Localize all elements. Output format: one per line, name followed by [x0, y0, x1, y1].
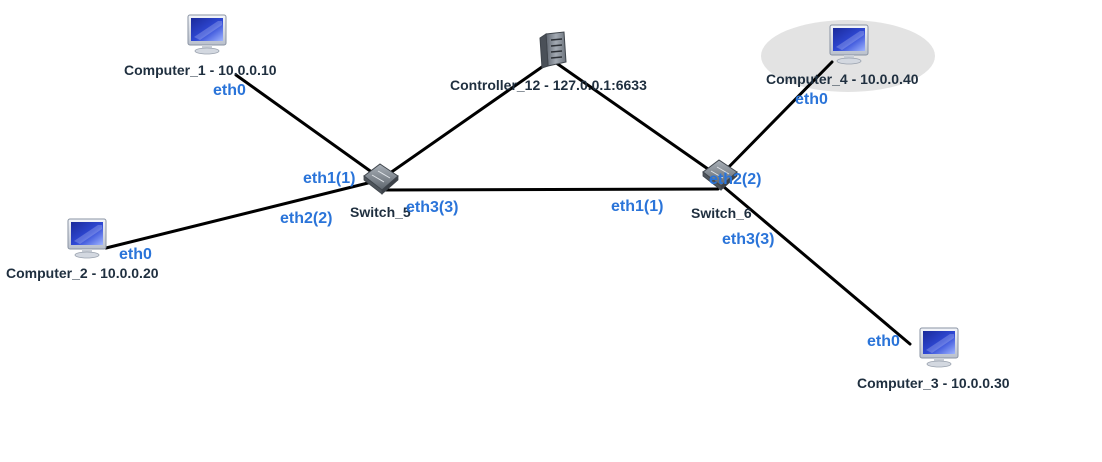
link-switch6-computer4[interactable] — [716, 60, 834, 180]
computer-3-node[interactable] — [919, 327, 959, 368]
switch-6-node[interactable] — [702, 159, 738, 191]
computer-1-label: Computer_1 - 10.0.0.10 — [124, 62, 277, 78]
port-label-computer2-eth0: eth0 — [119, 246, 152, 263]
computer-3-label: Computer_3 - 10.0.0.30 — [857, 375, 1010, 391]
port-label-computer4-eth0: eth0 — [795, 91, 828, 108]
switch-6-label: Switch_6 — [691, 205, 752, 221]
switch-icon — [702, 159, 738, 191]
switch-5-node[interactable] — [363, 163, 399, 195]
computer-2-label: Computer_2 - 10.0.0.20 — [6, 265, 159, 281]
port-label-switch6-eth3: eth3(3) — [722, 231, 774, 248]
controller-node[interactable] — [539, 31, 567, 69]
switch-icon — [363, 163, 399, 195]
link-computer2-switch5[interactable] — [104, 178, 382, 250]
computer-icon — [919, 327, 959, 368]
link-switch5-switch6[interactable] — [378, 187, 720, 192]
port-label-switch6-eth1: eth1(1) — [611, 198, 663, 215]
port-label-switch5-eth1: eth1(1) — [303, 170, 355, 187]
server-icon — [539, 31, 567, 69]
computer-1-node[interactable] — [187, 14, 227, 55]
link-computer1-switch5[interactable] — [234, 73, 382, 180]
port-label-switch5-eth2: eth2(2) — [280, 210, 332, 227]
computer-icon — [67, 218, 107, 259]
switch-5-label: Switch_5 — [350, 204, 411, 220]
port-label-computer1-eth0: eth0 — [213, 82, 246, 99]
port-label-switch6-eth2: eth2(2) — [709, 171, 761, 188]
controller-label: Controller_12 - 127.0.0.1:6633 — [450, 77, 647, 93]
computer-4-label: Computer_4 - 10.0.0.40 — [766, 71, 919, 87]
link-controller-switch6[interactable] — [550, 58, 720, 178]
port-label-switch5-eth3: eth3(3) — [406, 199, 458, 216]
link-switch6-computer3[interactable] — [716, 180, 912, 346]
computer-2-node[interactable] — [67, 218, 107, 259]
link-switch5-controller[interactable] — [378, 58, 554, 182]
computer-icon — [187, 14, 227, 55]
port-label-computer3-eth0: eth0 — [867, 333, 900, 350]
